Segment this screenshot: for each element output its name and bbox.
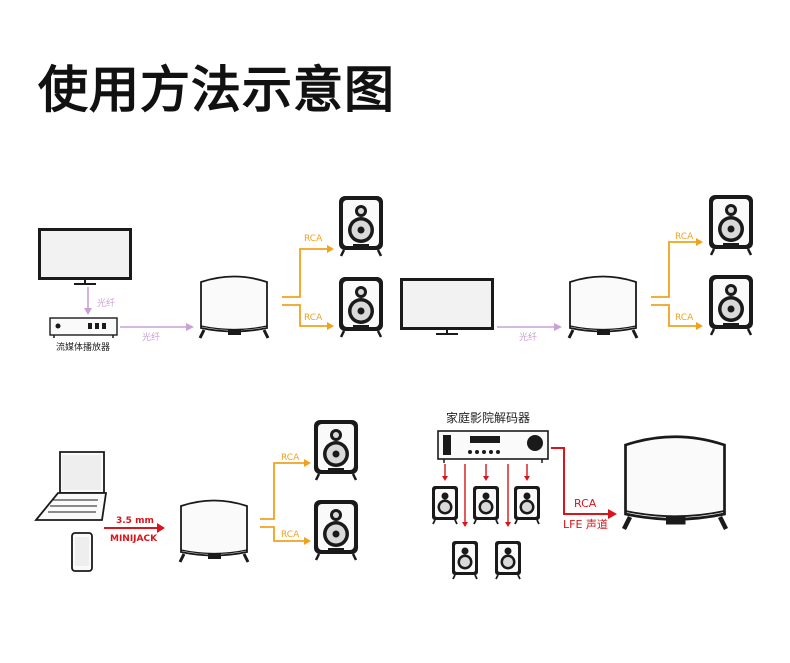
laptop-icon — [34, 451, 108, 521]
lfe-cable — [551, 447, 610, 515]
speaker-icon — [312, 498, 360, 562]
optical-label-top: 光纤 — [97, 297, 115, 309]
speaker-icon — [494, 540, 522, 580]
speaker-icon — [472, 485, 500, 525]
speaker-icon — [431, 485, 459, 525]
rca-label-top: RCA — [281, 453, 300, 463]
rca-label-bottom: RCA — [281, 530, 300, 540]
phone-icon — [71, 532, 93, 572]
scene-home-theater: 家庭影院解码器 RCA LFE 声道 — [431, 410, 726, 580]
rca-label-bottom: RCA — [675, 313, 694, 323]
optical-label-bottom: 光纤 — [142, 331, 160, 343]
subwoofer-icon — [178, 499, 250, 564]
rca-cable — [282, 248, 330, 327]
lfe-label: LFE 声道 — [563, 517, 608, 531]
subwoofer-icon — [567, 275, 639, 340]
subwoofer-icon — [198, 275, 270, 340]
speaker-icon — [312, 418, 360, 482]
subwoofer-icon — [624, 437, 726, 529]
scene-tv-direct: 光纤 RCA RCA — [400, 193, 755, 343]
speaker-icon — [707, 273, 755, 337]
scene-tv-streamer: 光纤 流媒体播放器 光纤 RCA RCA — [38, 194, 385, 353]
speaker-icon — [337, 275, 385, 339]
tv-icon — [400, 278, 494, 335]
optical-label: 光纤 — [519, 331, 537, 343]
receiver-label: 家庭影院解码器 — [446, 410, 530, 425]
rca-label-bottom: RCA — [304, 313, 323, 323]
page-title: 使用方法示意图 — [38, 61, 395, 119]
speaker-icon — [451, 540, 479, 580]
receiver-icon — [437, 430, 549, 463]
rca-label-top: RCA — [675, 232, 694, 242]
tv-icon — [38, 228, 132, 285]
speaker-icon — [337, 194, 385, 258]
speaker-icon — [707, 193, 755, 257]
rca-cable — [651, 241, 699, 327]
rca-label-top: RCA — [304, 234, 323, 244]
scene-laptop-phone: 3.5 mm MINIJACK RCA RCA — [34, 418, 360, 572]
speaker-cables — [444, 464, 528, 524]
streamer-icon — [49, 317, 118, 338]
cable-label-bottom: MINIJACK — [110, 534, 158, 544]
streamer-label: 流媒体播放器 — [56, 341, 110, 353]
cable-label-top: 3.5 mm — [116, 516, 154, 526]
speaker-icon — [513, 485, 541, 525]
rca-cable — [260, 462, 307, 542]
rca-label: RCA — [574, 497, 597, 510]
